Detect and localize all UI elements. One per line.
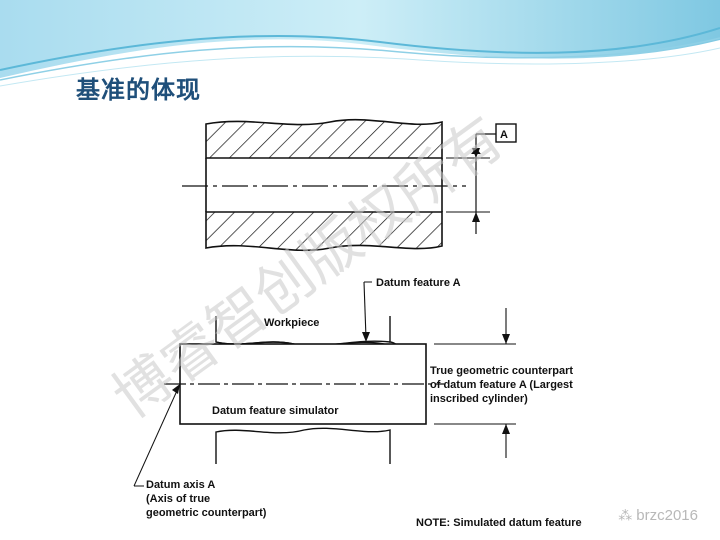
slide-title: 基准的体现 [76, 76, 201, 104]
datum-a-label: A [500, 129, 508, 141]
datum-axis-label-line2: (Axis of true [146, 493, 210, 505]
datum-feature-a-label: Datum feature A [376, 277, 461, 289]
workpiece-label: Workpiece [264, 317, 319, 329]
datum-axis-label-line3: geometric counterpart) [146, 507, 267, 519]
credit: ⁂brzc2016 [618, 507, 698, 524]
header-wave [0, 0, 720, 87]
credit-text: brzc2016 [636, 507, 698, 524]
counterpart-label-line1: True geometric counterpart [430, 365, 573, 377]
datum-simulator-diagram: Datum feature A Workpiece Datum feature … [104, 268, 640, 526]
counterpart-label-line2: of datum feature A (Largest [430, 379, 573, 391]
note-fragment: NOTE: Simulated datum feature [416, 517, 582, 526]
cylinder-datum-diagram: A [160, 108, 560, 260]
datum-axis-label-line1: Datum axis A [146, 479, 215, 491]
counterpart-label-line3: inscribed cylinder) [430, 393, 528, 405]
wechat-icon: ⁂ [618, 507, 633, 523]
datum-a-box [495, 123, 517, 143]
simulator-label: Datum feature simulator [212, 405, 339, 417]
